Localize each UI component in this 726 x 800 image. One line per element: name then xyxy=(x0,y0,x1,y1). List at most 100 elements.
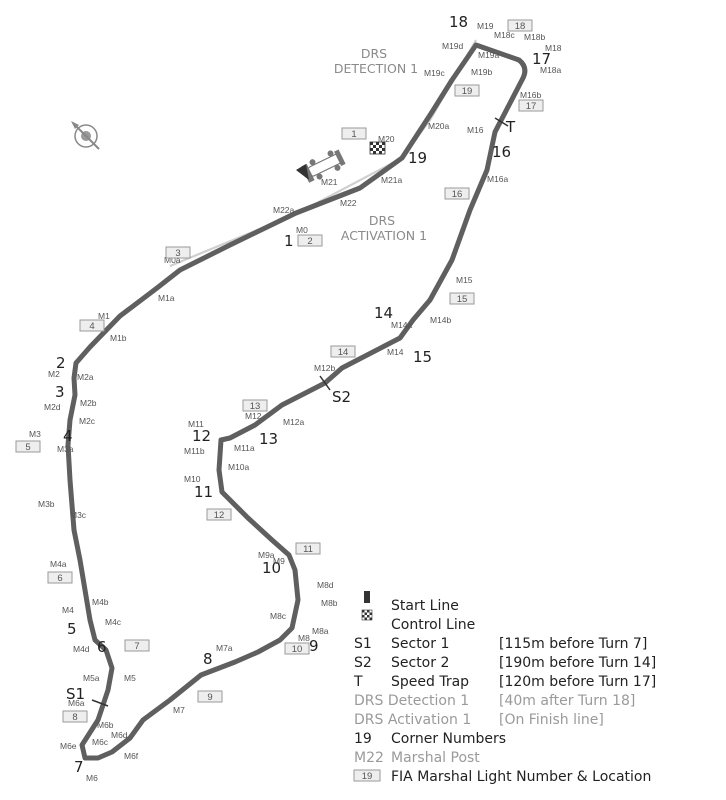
marshal-post: M3 xyxy=(29,429,41,439)
light-number: 11 xyxy=(303,544,313,555)
marshal-post: M7 xyxy=(173,705,185,715)
marshal-post: M10 xyxy=(184,474,201,484)
marshal-post: M6f xyxy=(124,751,139,761)
start-line-icon xyxy=(364,591,370,603)
light-number: 14 xyxy=(338,347,349,358)
corner-number: 3 xyxy=(55,383,65,401)
marshal-post: M21a xyxy=(381,175,403,185)
marshal-post: M14a xyxy=(391,320,413,330)
corner-number: 19 xyxy=(408,149,427,167)
legend-light-number: FIA Marshal Light Number & Location xyxy=(391,769,651,785)
marshal-post: M5 xyxy=(124,673,136,683)
marshal-post: M4 xyxy=(62,605,74,615)
marshal-post: M2b xyxy=(80,398,97,408)
marshal-post: M22a xyxy=(273,205,295,215)
marshal-post: M8c xyxy=(270,611,287,621)
marshal-post: M19d xyxy=(442,41,464,51)
chequered-flag-icon xyxy=(369,141,386,155)
marshal-posts: M19 M18c M18b M18 M18a M19d M19a M19c M1… xyxy=(29,21,562,783)
drs-detection-label: DRS DETECTION 1 xyxy=(334,46,418,76)
marshal-post: M9a xyxy=(258,550,275,560)
light-number: 16 xyxy=(452,189,463,200)
speed-trap-marker: T xyxy=(505,118,516,136)
marshal-post: M20 xyxy=(378,134,395,144)
corner-number: 8 xyxy=(203,650,213,668)
marshal-post: M16 xyxy=(467,125,484,135)
light-number: 5 xyxy=(25,442,30,453)
marshal-post: M6b xyxy=(97,720,114,730)
light-number: 12 xyxy=(214,510,225,521)
marshal-post: M3b xyxy=(38,499,55,509)
sector-1-marker: S1 xyxy=(66,685,85,703)
corner-number: 12 xyxy=(192,427,211,445)
corner-number: 4 xyxy=(63,427,73,445)
marshal-post: M6a xyxy=(68,698,85,708)
marshal-post: M8b xyxy=(321,598,338,608)
marshal-post: M7a xyxy=(216,643,233,653)
legend-light-symbol: 19 xyxy=(362,771,373,782)
corner-number: 14 xyxy=(374,304,393,322)
marshal-post: M2 xyxy=(48,369,60,379)
legend-symbol: T xyxy=(353,674,363,690)
marshal-post: M18 xyxy=(545,43,562,53)
marshal-post: M1b xyxy=(110,333,127,343)
marshal-post: M3c xyxy=(70,510,87,520)
light-number: 19 xyxy=(462,86,473,97)
marshal-post: M11a xyxy=(234,443,255,453)
track-outline xyxy=(65,42,528,761)
light-number: 3 xyxy=(175,248,180,259)
marshal-post: M21 xyxy=(321,177,338,187)
marshal-post: M12a xyxy=(283,417,305,427)
corner-numbers: 1 2 3 4 5 6 7 8 9 10 11 12 13 14 15 16 1… xyxy=(55,13,551,776)
marshal-post: M19 xyxy=(477,21,494,31)
light-number: 18 xyxy=(515,21,526,32)
light-number: 15 xyxy=(457,294,468,305)
legend-speed-trap: Speed Trap xyxy=(391,674,469,690)
corner-number: 11 xyxy=(194,483,213,501)
legend-drs-detection: DRS Detection 1 xyxy=(354,693,469,709)
legend-control-line: Control Line xyxy=(391,617,475,633)
control-line-icon xyxy=(361,609,373,621)
marshal-post: M6c xyxy=(92,737,109,747)
marshal-post: M2c xyxy=(79,416,96,426)
legend-sector-2: Sector 2 xyxy=(391,655,449,671)
marshal-post: M3a xyxy=(57,444,74,454)
light-number: 1 xyxy=(351,129,356,140)
legend: Start Line Control Line S1 Sector 1 [115… xyxy=(353,591,656,785)
legend-sector-1-note: [115m before Turn 7] xyxy=(499,636,647,652)
drs-activation-label: DRS ACTIVATION 1 xyxy=(341,213,427,243)
marshal-post: M12 xyxy=(245,411,262,421)
marshal-post: M4a xyxy=(50,559,67,569)
marshal-post: M4b xyxy=(92,597,109,607)
marshal-post: M19a xyxy=(478,50,500,60)
marshal-post: M4d xyxy=(73,644,90,654)
marshal-post: M18c xyxy=(494,30,516,40)
marshal-post: M19b xyxy=(471,67,493,77)
marshal-post: M16a xyxy=(487,174,509,184)
marshal-post: M16b xyxy=(520,90,542,100)
legend-corner-numbers: Corner Numbers xyxy=(391,731,506,747)
marshal-post: M6 xyxy=(86,773,98,783)
corner-number: 9 xyxy=(309,637,319,655)
marshal-post: M20a xyxy=(428,121,450,131)
marshal-post: M2a xyxy=(77,372,94,382)
legend-sector-1: Sector 1 xyxy=(391,636,449,652)
corner-number: 13 xyxy=(259,430,278,448)
marshal-post: M22 xyxy=(340,198,357,208)
marshal-post: M0 xyxy=(296,225,308,235)
marshal-post: M6e xyxy=(60,741,77,751)
corner-number: 5 xyxy=(67,620,77,638)
start-arrow-icon xyxy=(296,164,309,180)
marshal-post: M0a xyxy=(164,255,181,265)
marshal-post: M11 xyxy=(188,419,204,429)
light-number: 9 xyxy=(207,692,212,703)
marshal-post: M1a xyxy=(158,293,175,303)
legend-sector-2-note: [190m before Turn 14] xyxy=(499,655,656,671)
marshal-post: M10a xyxy=(228,462,250,472)
legend-symbol: M22 xyxy=(354,750,384,766)
light-number: 2 xyxy=(307,236,312,247)
legend-start-line: Start Line xyxy=(391,598,459,614)
marshal-post: M4c xyxy=(105,617,122,627)
marshal-post: M2d xyxy=(44,402,61,412)
